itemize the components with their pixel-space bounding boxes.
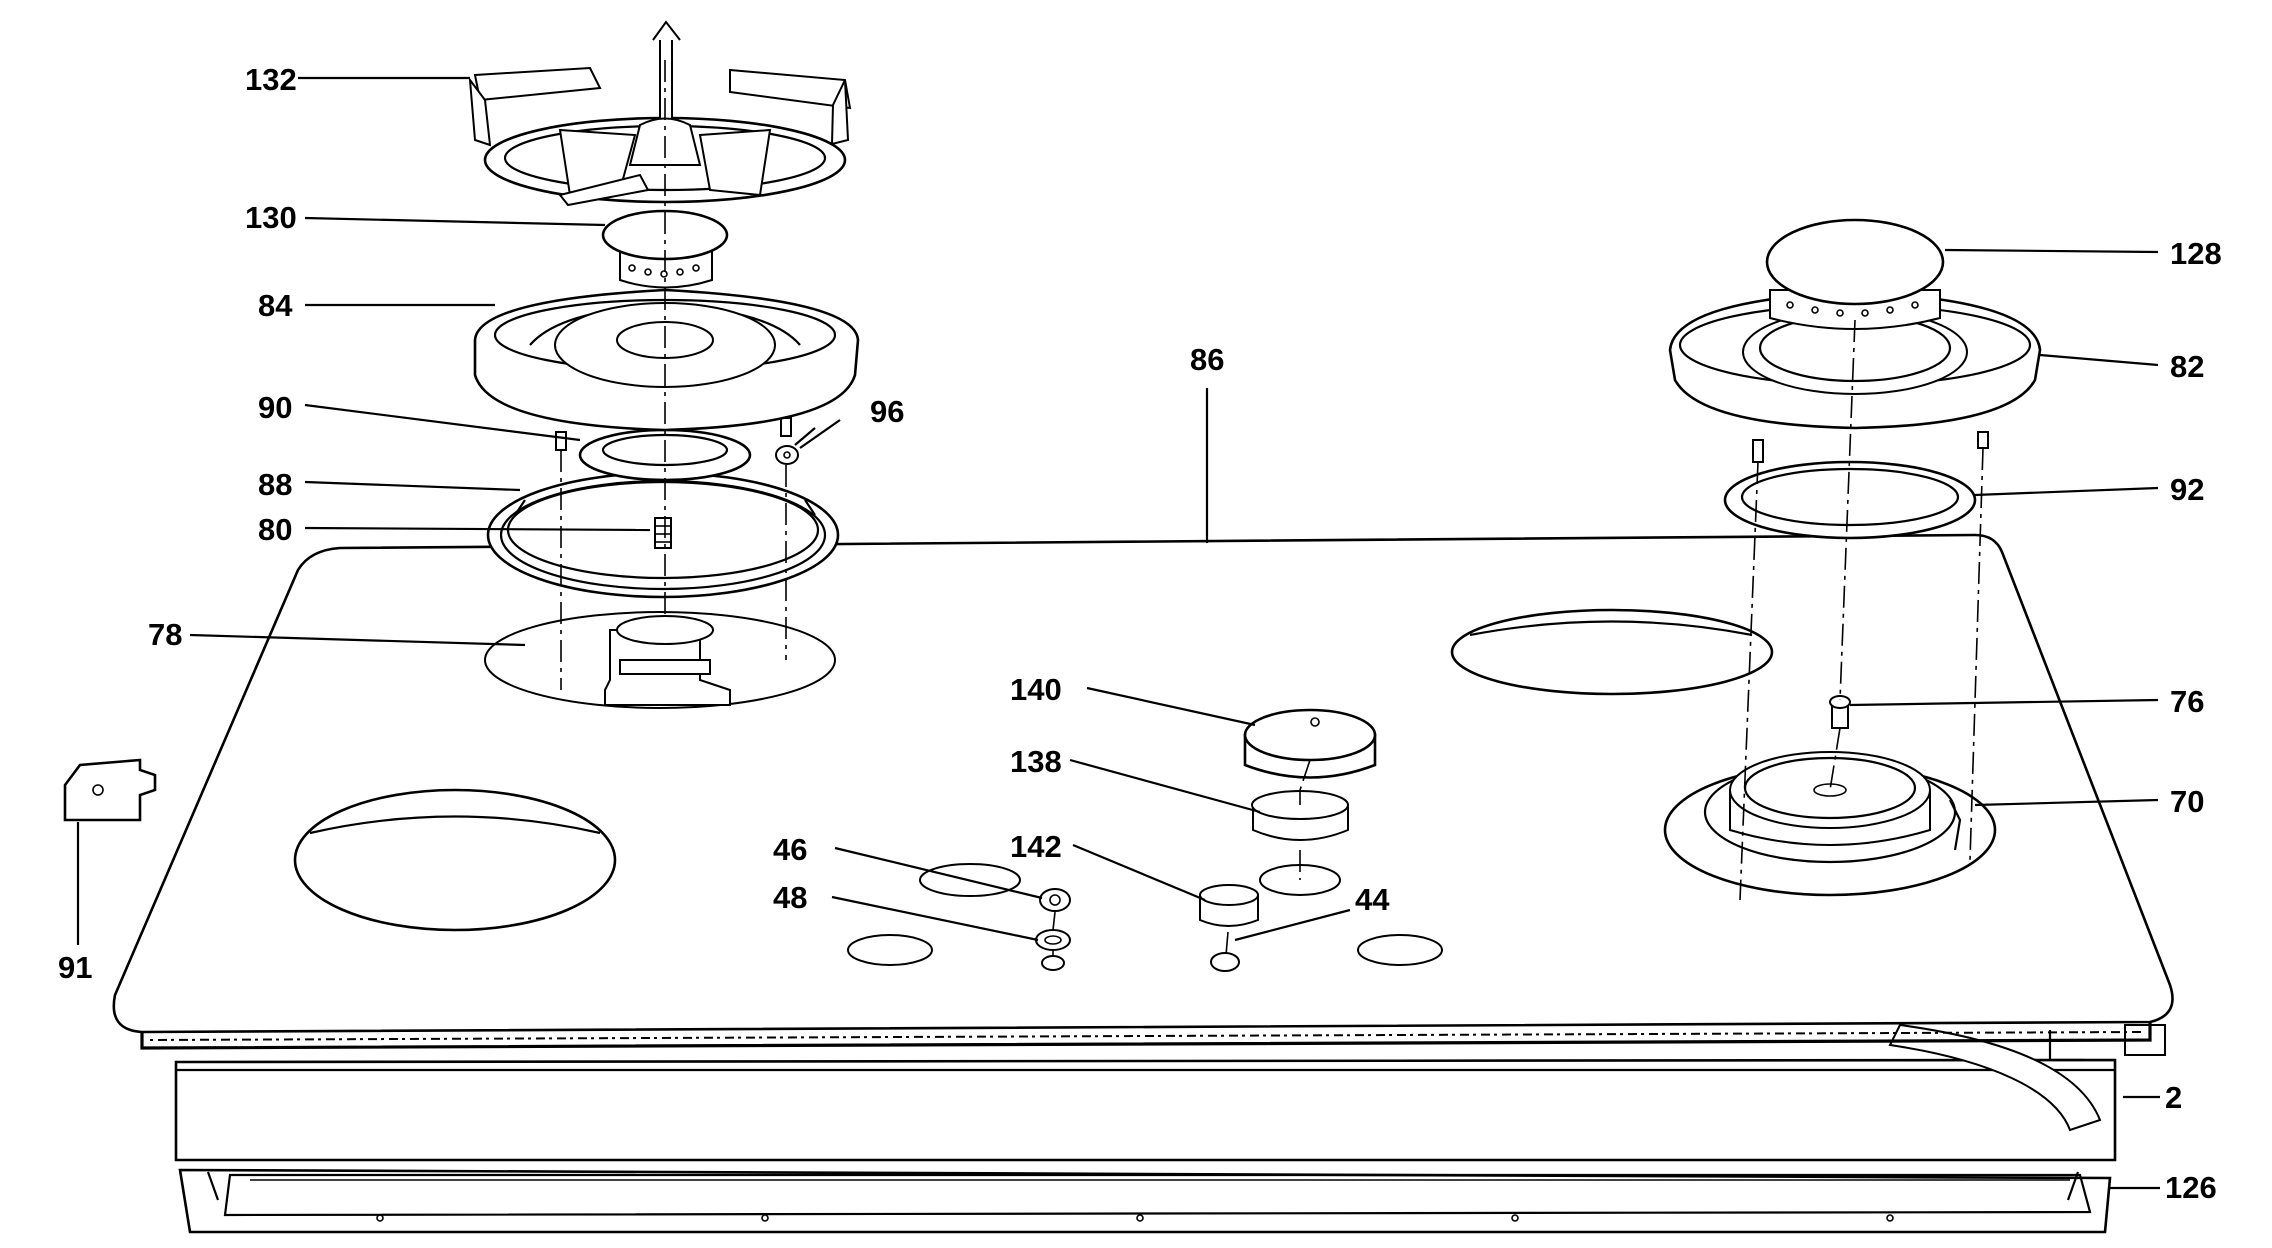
screws-right <box>1752 431 1989 463</box>
right-burner-base <box>1663 751 1997 897</box>
label-96: 96 <box>870 394 904 429</box>
label-2: 2 <box>2165 1080 2182 1115</box>
label-128: 128 <box>2170 236 2222 271</box>
right-seal <box>1723 460 1977 540</box>
label-138: 138 <box>1010 744 1062 779</box>
left-burner-base <box>604 615 731 706</box>
label-90: 90 <box>258 390 292 425</box>
label-88: 88 <box>258 467 292 502</box>
label-142: 142 <box>1010 829 1062 864</box>
label-130: 130 <box>245 200 297 235</box>
label-80: 80 <box>258 512 292 547</box>
left-burner-cap <box>601 209 729 289</box>
right-burner-bowl <box>1668 290 2042 430</box>
centerlines <box>560 60 1984 956</box>
label-82: 82 <box>2170 349 2204 384</box>
part-labels: 132 130 84 90 96 88 80 78 86 128 82 92 7… <box>58 62 2222 1205</box>
spark-electrode-right <box>1829 695 1851 729</box>
label-78: 78 <box>148 617 182 652</box>
label-70: 70 <box>2170 784 2204 819</box>
label-46: 46 <box>773 832 807 867</box>
knob-assembly <box>1035 708 1377 972</box>
label-140: 140 <box>1010 672 1062 707</box>
leader-lines <box>76 76 2160 1190</box>
label-126: 126 <box>2165 1170 2217 1205</box>
right-burner-cap <box>1765 218 1945 330</box>
label-91: 91 <box>58 950 92 985</box>
label-48: 48 <box>773 880 807 915</box>
spark-electrode-left <box>654 517 672 549</box>
label-84: 84 <box>258 288 293 323</box>
mounting-bracket <box>63 758 157 822</box>
label-92: 92 <box>2170 472 2204 507</box>
label-132: 132 <box>245 62 297 97</box>
side-frame <box>174 1023 2166 1162</box>
left-grate <box>468 20 852 207</box>
label-86: 86 <box>1190 342 1224 377</box>
left-burner-bowl <box>473 288 860 432</box>
base-frame <box>178 1168 2112 1234</box>
label-76: 76 <box>2170 684 2204 719</box>
cutouts <box>293 608 1774 966</box>
label-44: 44 <box>1355 882 1390 917</box>
